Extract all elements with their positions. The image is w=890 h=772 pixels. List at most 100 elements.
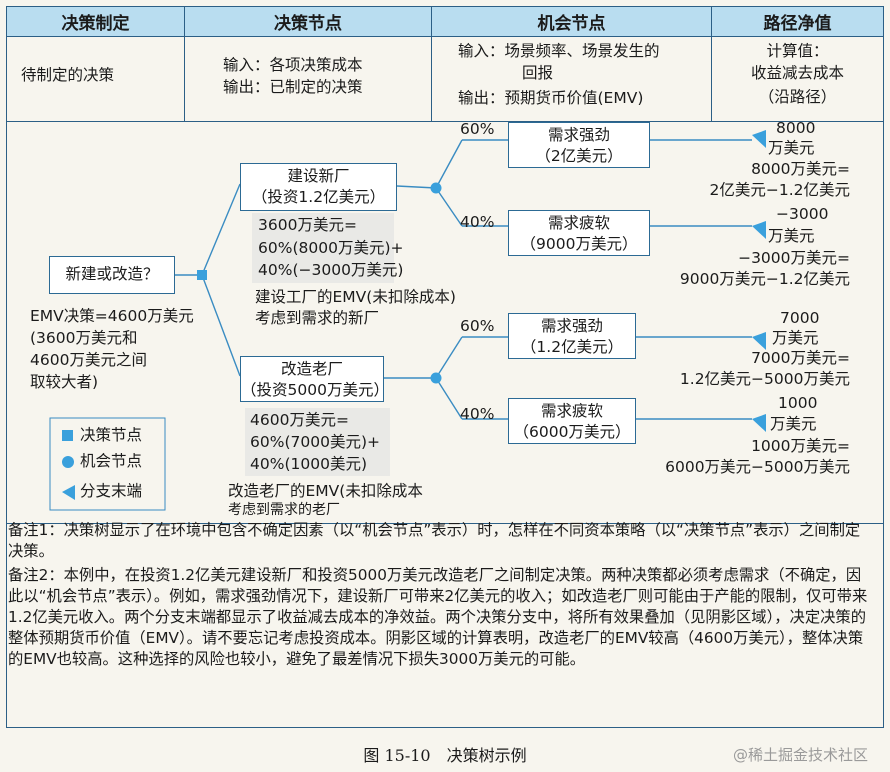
new-weak-end-unit: 万美元 [768,227,815,245]
divider-defs [7,121,883,122]
legend-box [49,417,166,511]
legend-chance-label: 机会节点 [80,452,143,470]
new-weak-end-value: −3000 [776,205,829,223]
definition-decision-making: 待制定的决策 [7,37,185,121]
emv-decision-line3: 4600万美元之间 [30,351,147,369]
old-strong-box: 需求强劲 （1.2亿美元） [508,313,636,359]
new-strong-end-eq: 8000万美元= [751,160,850,178]
def-col4-line2: 收益减去成本 [750,64,844,82]
old-strong-end-calc: 1.2亿美元−5000万美元 [679,370,850,388]
old-weak-title: 需求疲软 [540,402,603,420]
root-label: 新建或改造？ [65,265,159,283]
definition-decision-node: 输入：各项决策成本 输出：已制定的决策 [185,37,432,121]
header-path-value: 路径净值 [712,7,883,37]
divider-notes [7,523,883,524]
old-strong-value: （1.2亿美元） [520,338,624,356]
new-strong-box: 需求强劲 （2亿美元） [508,122,650,168]
old-weak-pct: 40% [460,405,495,423]
def-col4-line1: 计算值： [766,42,829,60]
figure-caption: 图 15-10 决策树示例 [363,746,527,765]
legend-end-label: 分支末端 [80,482,143,500]
old-plant-box: 改造老厂 （投资5000万美元） [240,356,389,402]
header-col4-label: 路径净值 [763,14,832,34]
old-note-line1: 改造老厂的EMV(未扣除成本 [228,482,423,500]
note-2: 备注2：本例中，在投资1.2亿美元建设新厂和投资5000万美元改造老厂之间制定决… [8,566,868,668]
new-weak-value: （9000万美元） [520,235,638,253]
new-strong-end-unit: 万美元 [768,139,815,157]
legend-triangle-icon [62,485,75,500]
def-col2-line1: 输入：各项决策成本 [223,56,363,74]
old-strong-pct: 60% [460,317,495,335]
shade-old-calc [245,408,390,476]
def-col1-text: 待制定的决策 [21,66,115,84]
old-note-line2: 考虑到需求的老厂 [228,502,340,518]
new-weak-end-calc: 9000万美元−1.2亿美元 [679,270,850,288]
new-strong-value: （2亿美元） [535,147,623,165]
shade-new-calc [252,213,394,283]
emv-decision-line1: EMV决策=4600万美元 [30,307,194,325]
header-decision-making: 决策制定 [7,7,185,37]
new-strong-pct: 60% [460,120,495,138]
legend-decision-label: 决策节点 [80,426,143,444]
new-note-line1: 建设工厂的EMV(未扣除成本) [255,288,456,306]
old-weak-box: 需求疲软 （6000万美元） [508,398,636,444]
new-plant-title: 建设新厂 [287,167,350,185]
watermark: @稀土掘金技术社区 [732,746,868,764]
old-plant-title: 改造老厂 [280,360,343,378]
old-plant-invest: （投资5000万美元） [241,381,389,399]
new-weak-pct: 40% [460,213,495,231]
old-weak-value: （6000万美元） [513,423,631,441]
figure-frame: 决策制定 决策节点 机会节点 路径净值 待制定的决策 输入：各项决策成本 输出：… [6,6,884,728]
legend-square-icon [62,430,73,441]
chance-node-new [430,182,442,194]
end-marker-new-strong [752,130,766,148]
definition-chance-node: 输入：场景频率、场景发生的 回报 输出：预期货币价值(EMV) [432,37,712,121]
legend-circle-icon [62,456,74,468]
end-marker-old-weak [752,414,766,432]
end-marker-new-weak [752,221,766,239]
def-col2-line2: 输出：已制定的决策 [223,78,363,96]
header-decision-node: 决策节点 [185,7,432,37]
header-chance-node: 机会节点 [432,7,712,37]
new-strong-end-calc: 2亿美元−1.2亿美元 [709,181,851,199]
note-1: 备注1：决策树显示了在环境中包含不确定因素（以“机会节点”表示）时，怎样在不同资… [8,521,861,560]
header-col1-label: 决策制定 [61,14,130,34]
def-col3-line2: 回报 [522,64,554,82]
definition-path-value: 计算值： 收益减去成本 （沿路径） [712,37,883,121]
root-decision-box: 新建或改造？ [49,256,175,294]
new-calc-line1: 3600万美元= [258,216,357,234]
emv-decision-line4: 取较大者) [30,373,99,391]
new-weak-end-eq: −3000万美元= [738,249,850,267]
header-col3-label: 机会节点 [537,14,606,34]
old-strong-end-value: 7000 [780,309,820,327]
emv-decision-line2: (3600万美元和 [30,329,138,347]
new-note-line2: 考虑到需求的新厂 [255,309,380,327]
new-strong-end-value: 8000 [776,119,816,137]
old-calc-line3: 40%(1000美元) [250,455,367,473]
new-weak-box: 需求疲软 （9000万美元） [508,210,650,256]
def-col3-line3: 输出：预期货币价值(EMV) [458,89,644,107]
new-plant-box: 建设新厂 （投资1.2亿美元） [240,163,397,211]
new-strong-title: 需求强劲 [547,126,610,144]
new-calc-line3: 40%(−3000万美元) [258,261,404,279]
def-col3-line1: 输入：场景频率、场景发生的 [458,42,660,60]
end-marker-old-strong [752,332,766,350]
old-weak-end-eq: 1000万美元= [751,437,850,455]
old-strong-end-eq: 7000万美元= [751,349,850,367]
header-col2-label: 决策节点 [274,14,342,34]
old-calc-line1: 4600万美元= [250,411,349,429]
chance-node-old [430,372,442,384]
decision-node-square [197,270,207,280]
old-strong-end-unit: 万美元 [772,329,819,347]
old-calc-line2: 60%(7000美元)+ [250,433,380,451]
notes-section: 备注1：决策树显示了在环境中包含不确定因素（以“机会节点”表示）时，怎样在不同资… [8,520,870,673]
new-plant-invest: （投资1.2亿美元） [251,188,386,206]
old-weak-end-calc: 6000万美元−5000万美元 [665,458,850,476]
new-calc-line2: 60%(8000万美元)+ [258,239,404,257]
old-weak-end-unit: 万美元 [770,415,817,433]
def-col4-line3: （沿路径） [758,88,837,106]
new-weak-title: 需求疲软 [547,214,610,232]
old-strong-title: 需求强劲 [540,317,603,335]
old-weak-end-value: 1000 [778,394,818,412]
